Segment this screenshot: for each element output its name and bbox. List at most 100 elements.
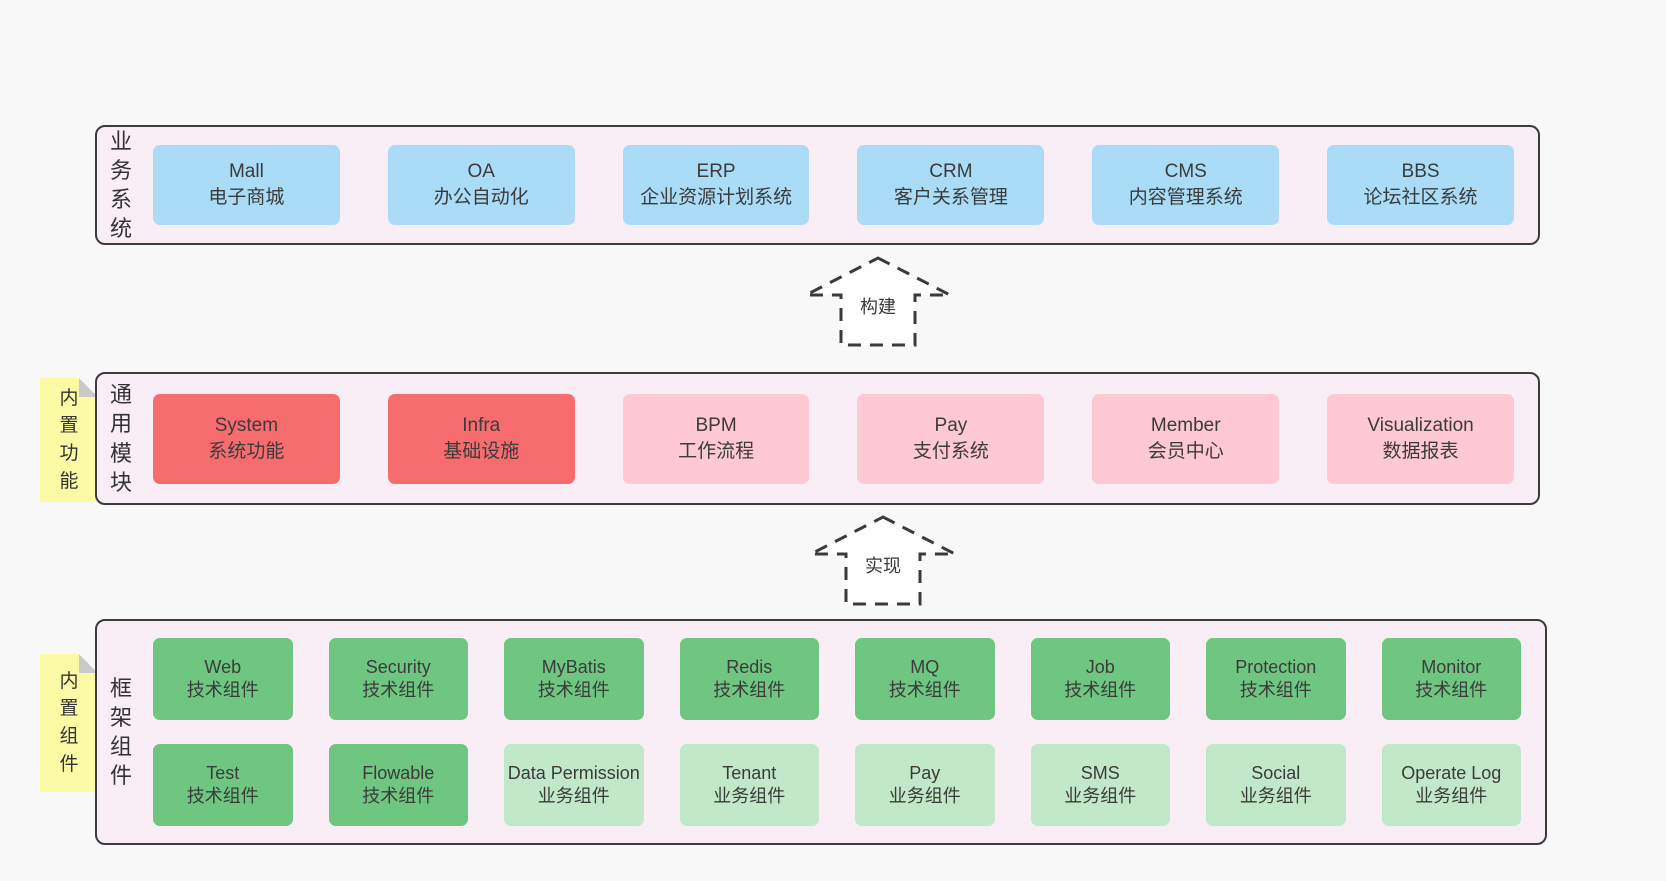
implement-arrow: 实现 <box>808 514 958 608</box>
box-name: Web <box>204 656 242 677</box>
box-security: Security 技术组件 <box>328 638 468 720</box>
box-subtitle: 业务组件 <box>1064 786 1137 806</box>
box-name: Data Permission <box>507 762 640 783</box>
box-subtitle: 技术组件 <box>1064 680 1137 700</box>
framework-components-label: 框架组件 <box>109 675 132 789</box>
box-member: Member 会员中心 <box>1092 393 1280 484</box>
biz-components-row: Test 技术组件 Flowable 技术组件 Data Permission … <box>153 744 1521 826</box>
box-subtitle: 工作流程 <box>678 440 755 462</box>
box-name: Flowable <box>362 762 435 783</box>
box-name: ERP <box>696 161 736 183</box>
builtin-components-tab: 内置组件 <box>40 654 98 792</box>
box-pay-component: Pay 业务组件 <box>855 744 995 826</box>
box-subtitle: 技术组件 <box>362 680 435 700</box>
box-subtitle: 客户关系管理 <box>893 187 1008 208</box>
box-name: Monitor <box>1421 656 1482 677</box>
box-mybatis: MyBatis 技术组件 <box>504 638 644 720</box>
box-subtitle: 业务组件 <box>1239 786 1312 806</box>
box-subtitle: 技术组件 <box>362 786 435 806</box>
box-name: CMS <box>1164 161 1207 183</box>
box-name: Mall <box>228 161 264 183</box>
box-test: Test 技术组件 <box>153 744 293 826</box>
box-subtitle: 技术组件 <box>537 680 610 700</box>
box-tenant: Tenant 业务组件 <box>679 744 819 826</box>
box-name: Social <box>1251 762 1301 783</box>
implement-arrow-label: 实现 <box>862 552 904 578</box>
box-name: System <box>214 414 279 436</box>
box-crm: CRM 客户关系管理 <box>857 145 1045 225</box>
box-mall: Mall 电子商城 <box>153 145 340 225</box>
box-subtitle: 支付系统 <box>912 440 989 462</box>
box-visualization: Visualization 数据报表 <box>1327 393 1514 484</box>
build-arrow: 构建 <box>803 255 953 349</box>
box-name: SMS <box>1080 762 1120 783</box>
box-name: Redis <box>726 656 773 677</box>
box-name: Tenant <box>722 762 777 783</box>
box-subtitle: 技术组件 <box>186 680 259 700</box>
box-name: BBS <box>1401 161 1440 183</box>
box-social: Social 业务组件 <box>1206 744 1346 826</box>
box-name: Pay <box>934 414 968 436</box>
box-subtitle: 电子商城 <box>208 187 285 208</box>
box-bpm: BPM 工作流程 <box>622 393 810 484</box>
box-subtitle: 业务组件 <box>1415 786 1488 806</box>
box-subtitle: 技术组件 <box>888 680 961 700</box>
box-name: Member <box>1150 414 1221 436</box>
box-mq: MQ 技术组件 <box>855 638 995 720</box>
box-subtitle: 业务组件 <box>888 786 961 806</box>
box-name: Test <box>206 762 240 783</box>
box-name: CRM <box>929 161 973 183</box>
box-name: Infra <box>462 414 501 436</box>
box-name: Security <box>365 656 431 677</box>
framework-components-grid: Web 技术组件 Security 技术组件 MyBatis 技术组件 Redi… <box>145 621 1545 843</box>
builtin-features-tab: 内置功能 <box>40 378 98 502</box>
box-web: Web 技术组件 <box>153 638 293 720</box>
box-name: Operate Log <box>1401 762 1502 783</box>
tech-components-row: Web 技术组件 Security 技术组件 MyBatis 技术组件 Redi… <box>153 638 1521 720</box>
business-systems-layer: 业务系统 Mall 电子商城 OA 办公自动化 ERP 企业资源计划系统 CRM… <box>95 125 1540 245</box>
box-sms: SMS 业务组件 <box>1030 744 1170 826</box>
box-data-permission: Data Permission 业务组件 <box>504 744 644 826</box>
box-subtitle: 会员中心 <box>1147 440 1224 462</box>
box-subtitle: 技术组件 <box>1239 680 1312 700</box>
box-erp: ERP 企业资源计划系统 <box>622 145 810 225</box>
box-cms: CMS 内容管理系统 <box>1092 145 1280 225</box>
box-subtitle: 业务组件 <box>537 786 610 806</box>
box-subtitle: 数据报表 <box>1382 440 1459 462</box>
common-modules-layer: 通用模块 System 系统功能 Infra 基础设施 BPM 工作流程 Pay… <box>95 372 1540 505</box>
box-oa: OA 办公自动化 <box>387 145 575 225</box>
box-name: Job <box>1085 656 1115 677</box>
box-monitor: Monitor 技术组件 <box>1381 638 1521 720</box>
box-subtitle: 内容管理系统 <box>1128 187 1243 208</box>
box-subtitle: 技术组件 <box>186 786 259 806</box>
box-name: Pay <box>909 762 941 783</box>
box-job: Job 技术组件 <box>1030 638 1170 720</box>
box-pay-module: Pay 支付系统 <box>857 393 1045 484</box>
box-subtitle: 办公自动化 <box>433 187 529 208</box>
box-name: Protection <box>1235 656 1317 677</box>
box-redis: Redis 技术组件 <box>679 638 819 720</box>
box-operate-log: Operate Log 业务组件 <box>1381 744 1521 826</box>
build-arrow-label: 构建 <box>857 293 899 319</box>
box-subtitle: 业务组件 <box>713 786 786 806</box>
framework-components-layer: 框架组件 Web 技术组件 Security 技术组件 MyBatis 技术组件… <box>95 619 1547 845</box>
common-modules-label: 通用模块 <box>109 382 132 495</box>
box-name: MQ <box>910 656 940 677</box>
box-subtitle: 技术组件 <box>713 680 786 700</box>
box-subtitle: 论坛社区系统 <box>1363 187 1478 208</box>
box-subtitle: 技术组件 <box>1415 680 1488 700</box>
box-name: BPM <box>695 414 737 436</box>
box-flowable: Flowable 技术组件 <box>328 744 468 826</box>
business-systems-label: 业务系统 <box>109 128 132 242</box>
box-bbs: BBS 论坛社区系统 <box>1327 145 1514 225</box>
box-system: System 系统功能 <box>153 393 340 484</box>
box-infra: Infra 基础设施 <box>387 393 575 484</box>
box-name: MyBatis <box>541 656 606 677</box>
box-name: OA <box>467 161 495 183</box>
common-modules-boxes: System 系统功能 Infra 基础设施 BPM 工作流程 Pay 支付系统… <box>145 374 1538 503</box>
box-protection: Protection 技术组件 <box>1206 638 1346 720</box>
box-subtitle: 基础设施 <box>443 440 520 462</box>
box-subtitle: 系统功能 <box>208 440 285 462</box>
business-systems-boxes: Mall 电子商城 OA 办公自动化 ERP 企业资源计划系统 CRM 客户关系… <box>145 127 1538 243</box>
box-name: Visualization <box>1367 414 1474 436</box>
